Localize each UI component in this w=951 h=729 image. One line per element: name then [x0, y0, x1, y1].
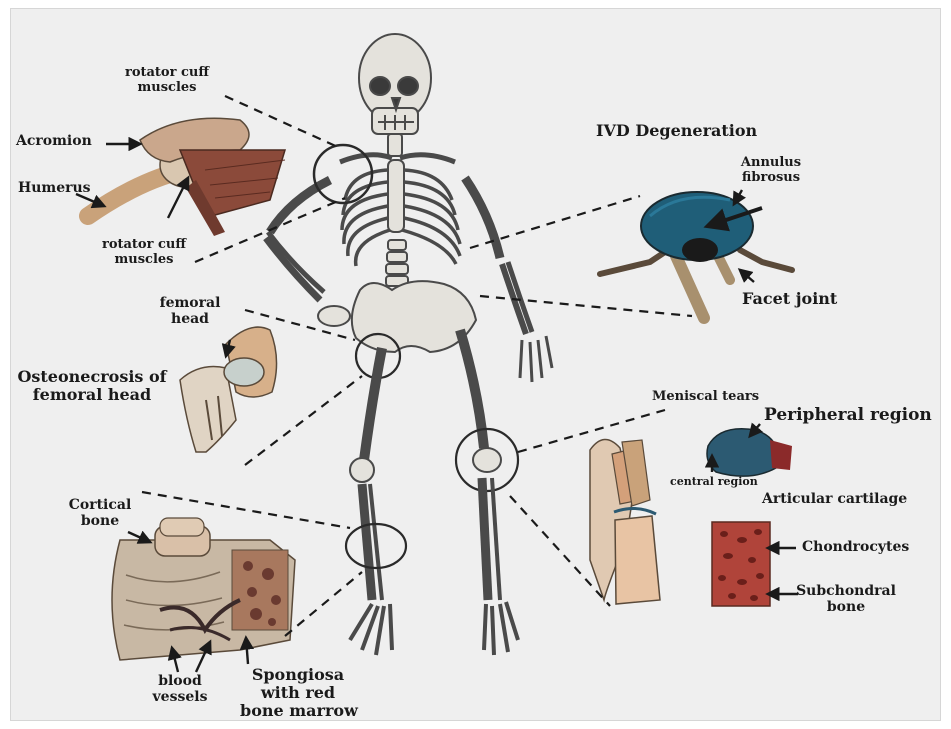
cortical-bone-label: Cortical bone	[60, 498, 140, 529]
cartilage-illustration	[712, 522, 770, 606]
spongiosa-label: Spongiosa with red bone marrow	[240, 666, 356, 720]
femoral-head-line2: head	[150, 312, 230, 328]
cortical-bone-line2: bone	[60, 514, 140, 530]
meniscal-tears-label: Meniscal tears	[652, 390, 759, 405]
spongiosa-line2: with red	[240, 684, 356, 702]
subchondral-bone-line1: Subchondral	[796, 584, 896, 600]
femoral-head-line1: femoral	[150, 296, 230, 312]
ivd-degeneration-title: IVD Degeneration	[596, 122, 757, 140]
annulus-fibrosus-label: Annulus fibrosus	[726, 156, 816, 185]
rotator-cuff-top-line1: rotator cuff	[112, 66, 222, 81]
subchondral-bone-label: Subchondral bone	[796, 584, 896, 615]
chondrocytes-label: Chondrocytes	[802, 540, 909, 556]
osteonecrosis-label: Osteonecrosis of femoral head	[14, 368, 170, 404]
skull	[359, 34, 431, 134]
osteonecrosis-line1: Osteonecrosis of	[14, 368, 170, 386]
blood-vessels-line2: vessels	[145, 690, 215, 706]
lumbar-spine	[386, 240, 408, 286]
articular-cartilage-label: Articular cartilage	[762, 492, 907, 508]
rotator-cuff-label-top: rotator cuff muscles	[112, 66, 222, 95]
spongiosa-line3: bone marrow	[240, 702, 356, 720]
bone-section-illustration	[112, 518, 295, 660]
knee-illustration	[590, 439, 660, 604]
cortical-bone-line1: Cortical	[60, 498, 140, 514]
subchondral-bone-line2: bone	[796, 600, 896, 616]
facet-joint-label: Facet joint	[742, 290, 837, 308]
humerus-label: Humerus	[18, 181, 91, 197]
spongiosa-line1: Spongiosa	[240, 666, 356, 684]
central-region-label: central region	[670, 476, 758, 488]
meniscus-illustration	[707, 429, 792, 476]
shoulder-illustration	[88, 118, 285, 236]
peripheral-region-label: Peripheral region	[764, 406, 932, 425]
rotator-cuff-bottom-line1: rotator cuff	[88, 238, 200, 253]
femoral-head-label: femoral head	[150, 296, 230, 327]
annulus-fibrosus-line1: Annulus	[726, 156, 816, 171]
blood-vessels-line1: blood	[145, 674, 215, 690]
annulus-fibrosus-line2: fibrosus	[726, 171, 816, 186]
rotator-cuff-top-line2: muscles	[112, 81, 222, 96]
pelvis	[352, 281, 476, 352]
skeleton	[266, 34, 552, 655]
blood-vessels-label: blood vessels	[145, 674, 215, 705]
osteonecrosis-line2: femoral head	[14, 386, 170, 404]
rotator-cuff-bottom-line2: muscles	[88, 253, 200, 268]
acromion-label: Acromion	[16, 134, 92, 150]
rotator-cuff-label-bottom: rotator cuff muscles	[88, 238, 200, 267]
